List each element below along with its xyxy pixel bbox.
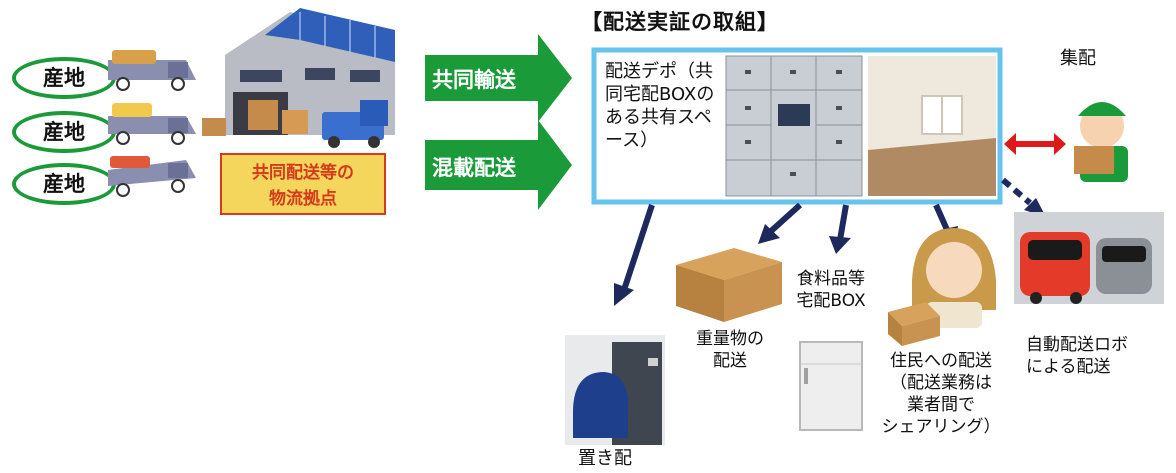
diagram-title: 【配送実証の取組】 [581,10,779,34]
depot-description: 配送デポ（共同宅配BOXのある共有スペース） [605,61,715,151]
resident-line-3: 業者間で [907,395,975,415]
mixed-delivery-label: 混載配送 [432,156,516,180]
food-line-1: 食料品等 [797,269,865,289]
dashed-arrow [1001,177,1032,206]
food-box-label: 食料品等 宅配BOX [788,268,874,312]
delivery-robot-icon [1014,212,1164,304]
hub-line-2: 物流拠点 [269,189,337,209]
producer-oval: 産地 [12,57,116,99]
green-arrow [425,34,572,122]
cardboard-box-icon [676,248,782,322]
joint-transport-label: 共同輸送 [432,68,516,92]
producer-label: 産地 [43,172,85,196]
double-arrow-icon [1004,133,1066,155]
heavy-line-2: 配送 [713,351,747,371]
resident-delivery-label: 住民への配送 （配送業務は 業者間で シェアリング） [870,350,1012,438]
robot-line-1: 自動配送ロボ [1026,335,1128,355]
green-arrow [425,120,572,210]
navy-arrowhead [614,283,634,306]
hub-line-1: 共同配送等の [252,163,354,183]
robot-delivery-label: 自動配送ロボ による配送 [1026,334,1146,378]
okihai-photo [565,335,665,445]
heavy-line-1: 重量物の [696,329,764,349]
navy-arrowhead [829,236,851,254]
produce-truck-icon [108,50,196,91]
producer-label: 産地 [43,120,85,144]
resident-line-1: 住民への配送 [890,351,992,371]
resident-person-icon [888,228,996,346]
okihai-label: 置き配 [578,448,632,469]
food-line-2: 宅配BOX [796,291,866,311]
room-photo [868,56,996,196]
resident-line-4: シェアリング） [881,417,1001,437]
logistics-hub-label: 共同配送等の 物流拠点 [220,153,386,215]
delivery-person-icon [1074,102,1128,182]
warehouse-icon [202,8,395,148]
robot-line-2: による配送 [1026,357,1111,377]
produce-truck-icon [108,156,196,197]
pickup-label: 集配 [1060,48,1096,69]
navy-arrowhead [758,224,780,244]
locker-icon [725,55,863,197]
delivery-box-icon [799,341,863,431]
produce-truck-icon [108,103,196,145]
producer-label: 産地 [43,66,85,90]
producer-oval: 産地 [12,111,116,153]
resident-line-2: （配送業務は [890,373,992,393]
heavy-delivery-label: 重量物の 配送 [690,328,770,372]
